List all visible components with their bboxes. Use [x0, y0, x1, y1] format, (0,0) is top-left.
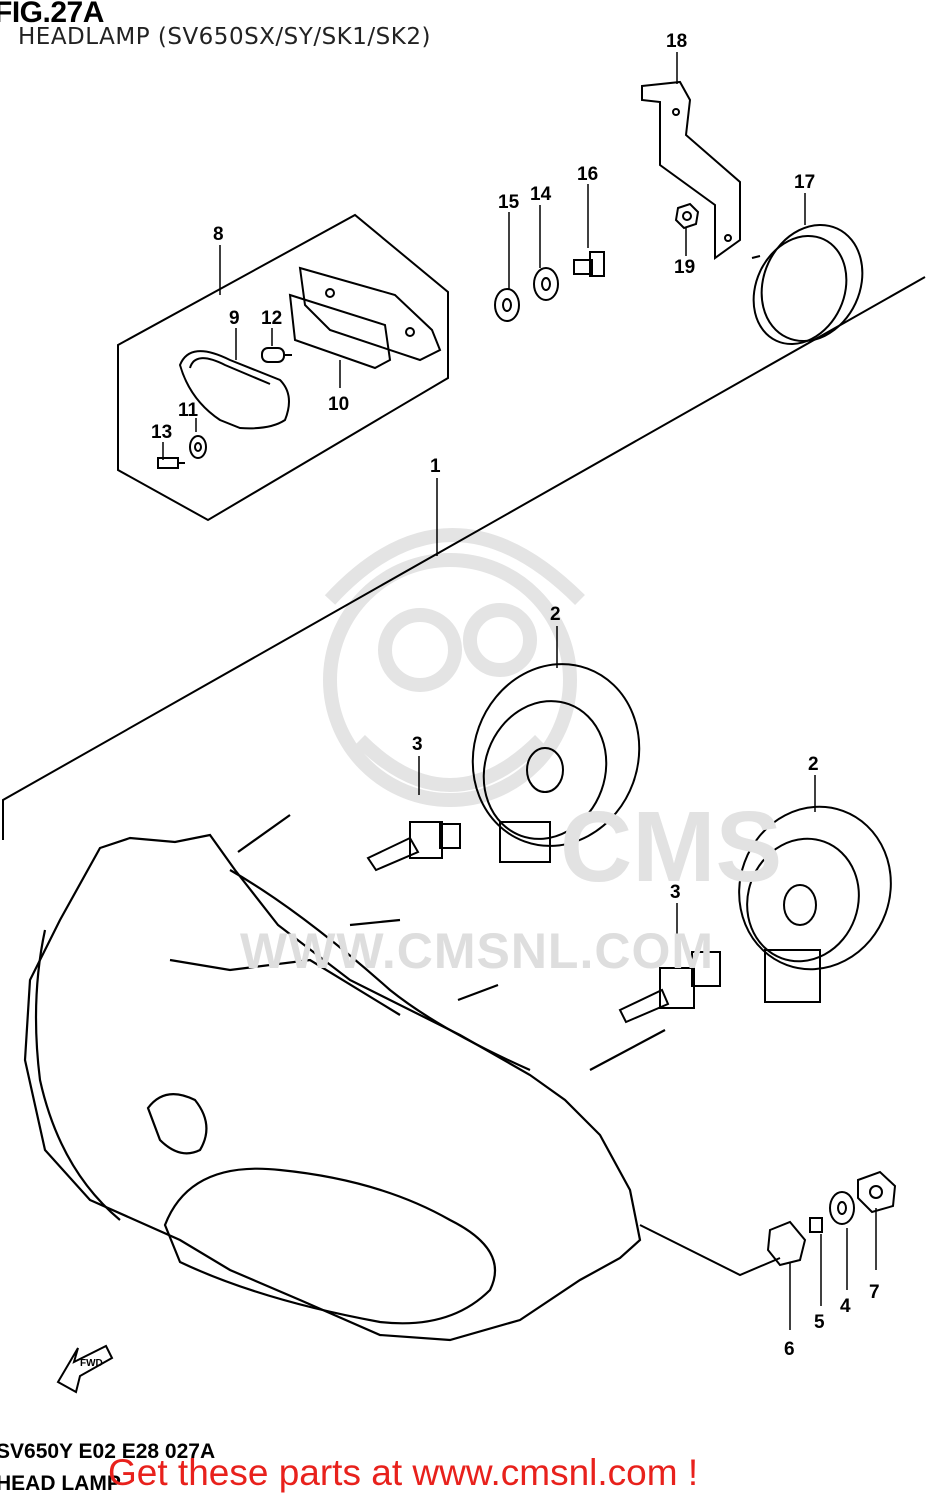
callout-1: 1	[430, 456, 441, 477]
headlamp-bracket	[641, 80, 741, 260]
watermark-mascot	[323, 528, 585, 807]
assembly-outline	[2, 276, 926, 1277]
watermark-url: WWW.CMSNL.COM	[240, 923, 715, 979]
callout-19: 19	[674, 257, 695, 278]
callout-4: 4	[840, 1296, 851, 1317]
callout-9: 9	[229, 308, 240, 329]
figure-code: SV650Y E02 E28 027A	[0, 1440, 216, 1463]
callout-8: 8	[213, 224, 224, 245]
svg-text:FWD: FWD	[80, 1358, 103, 1369]
callout-13: 13	[151, 422, 172, 443]
callout-2: 2	[550, 604, 561, 625]
callout-numbers: 1 2 2 3 3 4 5 6 7 8 9 10 11 12 13 14 15 …	[151, 31, 880, 1360]
callout-16: 16	[577, 164, 598, 185]
callout-3: 3	[670, 882, 681, 903]
watermark-brand: CMS	[560, 791, 783, 903]
figure-subtitle: HEADLAMP (SV650SX/SY/SK1/SK2)	[18, 24, 431, 50]
callout-18: 18	[666, 31, 687, 52]
callout-3: 3	[412, 734, 423, 755]
bracket-nut	[674, 202, 700, 230]
callout-11: 11	[178, 400, 199, 421]
callout-12: 12	[261, 308, 282, 329]
signal-screw-washer	[157, 435, 207, 469]
figure-group: HEAD LAMP	[0, 1472, 121, 1495]
callout-14: 14	[530, 184, 552, 205]
callout-leaders	[162, 52, 877, 1330]
small-fasteners	[494, 251, 605, 322]
signal-bulb	[261, 347, 292, 363]
callout-6: 6	[784, 1339, 795, 1360]
callout-15: 15	[498, 192, 520, 213]
bulb-cover-lower	[738, 805, 892, 1003]
promo-link[interactable]: Get these parts at www.cmsnl.com !	[108, 1452, 699, 1493]
callout-17: 17	[794, 172, 815, 193]
callout-10: 10	[328, 394, 349, 415]
callout-2: 2	[808, 754, 819, 775]
headlamp-bulb-lower	[618, 951, 721, 1024]
signal-lens	[178, 350, 290, 430]
bulb-cover-upper	[471, 663, 641, 863]
headlamp-bulb-upper	[366, 821, 461, 872]
callout-5: 5	[814, 1312, 825, 1333]
signal-lamp-box	[117, 213, 449, 522]
position-lamp	[751, 223, 864, 346]
fwd-arrow-icon: FWD	[56, 1344, 114, 1394]
signal-bracket	[288, 266, 442, 370]
mount-hardware	[766, 1170, 897, 1267]
figure-title: FIG.27A	[0, 0, 104, 29]
callout-7: 7	[869, 1282, 880, 1303]
headlamp-housing	[23, 814, 666, 1342]
